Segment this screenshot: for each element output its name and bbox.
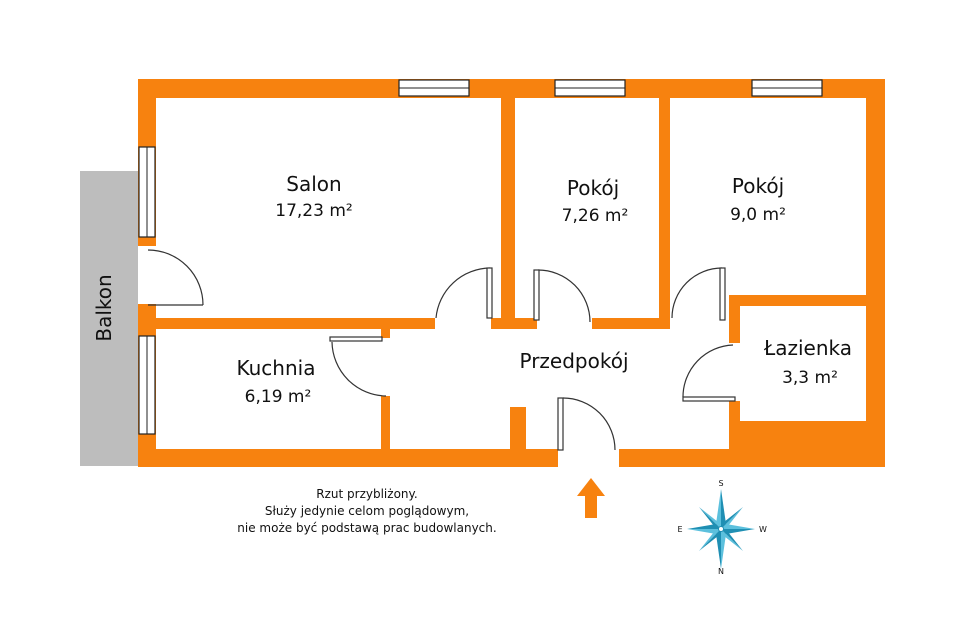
kuchnia-name: Kuchnia <box>237 356 316 380</box>
przedpokoj-name: Przedpokój <box>519 349 628 373</box>
windows <box>138 79 823 435</box>
walls <box>138 79 885 467</box>
compass-e: E <box>677 525 682 534</box>
compass-w: W <box>759 525 767 534</box>
compass-s: S <box>718 479 723 488</box>
balcony-label: Balkon <box>92 274 116 341</box>
lazienka-name: Łazienka <box>763 336 852 360</box>
note-line-3: nie może być podstawą prac budowlanych. <box>237 521 496 535</box>
note-line-1: Rzut przybliżony. <box>316 487 417 501</box>
room-labels: Salon 17,23 m² Pokój 7,26 m² Pokój 9,0 m… <box>237 172 853 407</box>
disclaimer-note: Rzut przybliżony. Służy jedynie celom po… <box>237 487 496 535</box>
salon-area: 17,23 m² <box>275 201 352 221</box>
compass-rose-icon <box>687 489 755 569</box>
pokoj1-area: 7,26 m² <box>562 206 629 226</box>
balcony-area <box>80 171 138 466</box>
lazienka-area: 3,3 m² <box>782 368 838 388</box>
entrance-arrow-icon <box>577 478 605 518</box>
pokoj2-name: Pokój <box>732 174 784 198</box>
pokoj1-name: Pokój <box>567 176 619 200</box>
doors <box>138 246 740 451</box>
note-line-2: Służy jedynie celom poglądowym, <box>265 504 469 518</box>
kuchnia-area: 6,19 m² <box>245 387 312 407</box>
pokoj2-area: 9,0 m² <box>730 205 786 225</box>
compass-n: N <box>718 567 724 576</box>
salon-name: Salon <box>286 172 341 196</box>
